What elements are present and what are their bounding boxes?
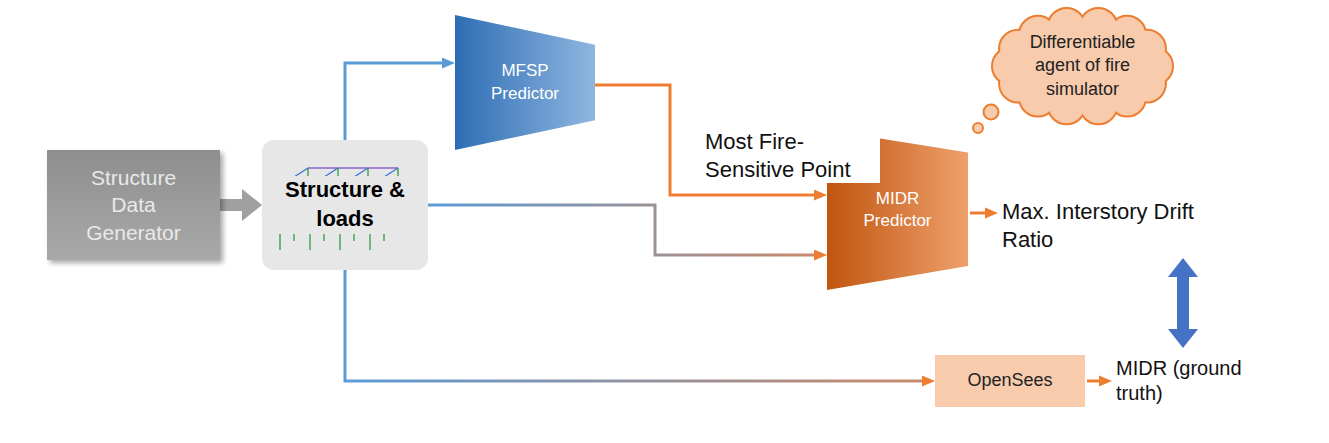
trapezoid-shape [455,15,595,150]
predictor-text: MFSP Predictor [483,60,568,104]
predictor-text: MIDR Predictor [855,188,940,232]
structure-box: Structure & loads [262,140,428,270]
thought-bubble [984,105,999,120]
compare-double-arrow [1168,258,1198,348]
generator-text: Structure Data Generator [69,164,199,246]
frame-member [308,167,338,168]
node-content: Structure Data Generator [47,150,220,260]
output-label: MIDR (ground truth) [1116,356,1266,406]
arrow-head [1099,376,1112,387]
cloud-fill [1011,26,1154,106]
connector-arrow [345,63,442,140]
trapezoid-outline [455,15,595,150]
edge-label: Most Fire-Sensitive Point [705,128,880,183]
node-content: OpenSees [935,355,1085,407]
thought-cloud: Differentiable agent of fire simulator [995,10,1170,122]
simulator-box: OpenSees [935,355,1085,407]
node-content: MFSP Predictor [455,15,595,150]
node-content: Differentiable agent of fire simulator [995,10,1170,122]
predictor-trapezoid: MFSP Predictor [455,15,595,150]
thought-bubble [973,123,983,133]
arrow-head [985,208,998,219]
structure-text: Structure & loads [277,176,413,233]
connector-arrow [428,205,814,255]
simulator-text: OpenSees [967,369,1052,392]
connector-arrow [220,199,242,211]
output-label: Max. Interstory Drift Ratio [1002,198,1202,253]
output-arrow [970,212,986,215]
frame-member [368,167,398,168]
output-arrow [1087,380,1100,383]
cloud-text: Differentiable agent of fire simulator [1018,31,1148,101]
node-content: Structure & loads [262,140,428,270]
generator-box: Structure Data Generator [47,150,220,260]
frame-member [338,167,368,168]
